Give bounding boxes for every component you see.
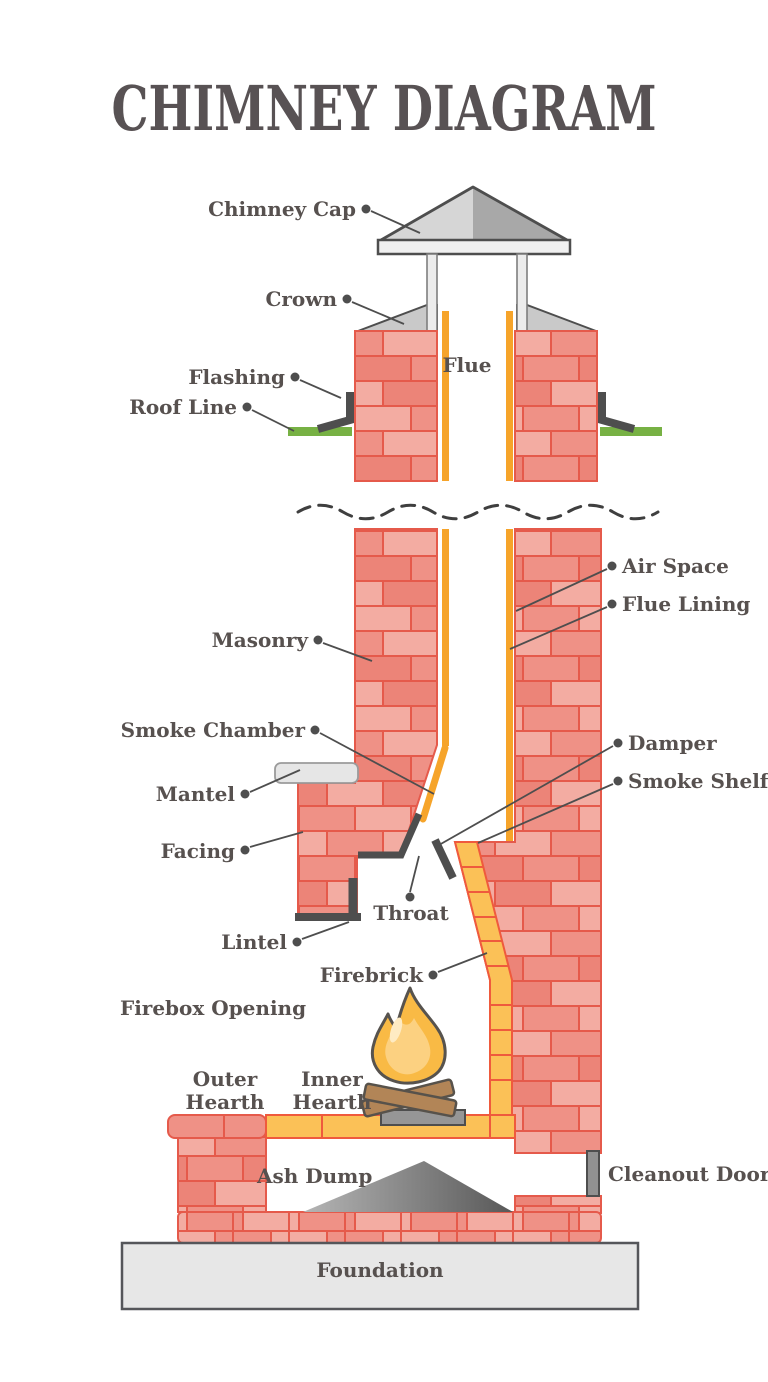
flue-lining-shape xyxy=(419,311,513,842)
metal-pieces xyxy=(295,812,457,921)
label-facing: Facing xyxy=(161,839,235,863)
right-base-block xyxy=(514,1195,602,1214)
flue-lining-mid-left xyxy=(442,529,449,746)
leader-flashing xyxy=(290,372,342,399)
leader-masonry xyxy=(313,635,373,662)
labels: Chimney Cap Crown Flue Flashing Roof Lin… xyxy=(120,197,768,1282)
ash-pile xyxy=(303,1161,513,1212)
mid-column-left xyxy=(297,528,438,918)
fire-group xyxy=(360,986,466,1126)
cleanout-door-shape xyxy=(586,1150,600,1197)
leader-firebrick xyxy=(428,952,488,980)
leader-facing xyxy=(240,831,304,855)
flame-highlight xyxy=(389,1017,403,1043)
label-smoke-shelf: Smoke Shelf xyxy=(628,769,768,793)
leader-air-space xyxy=(515,561,617,612)
cap-slab xyxy=(376,238,572,256)
label-inner-hearth-line2: Hearth xyxy=(293,1090,372,1114)
leader-lintel xyxy=(292,921,350,947)
crown-shape xyxy=(357,253,597,332)
flashing-left xyxy=(316,392,354,433)
leader-smoke-chamber xyxy=(310,725,435,795)
firebrick-band xyxy=(453,841,513,1116)
label-throat: Throat xyxy=(373,901,449,925)
cap-post-left xyxy=(426,253,438,332)
foundation-shape xyxy=(120,1241,640,1311)
leader-lines xyxy=(240,204,623,980)
label-air-space: Air Space xyxy=(621,554,729,578)
mantel-shape xyxy=(274,762,359,784)
label-flashing: Flashing xyxy=(188,365,285,389)
upper-column-right xyxy=(514,330,598,482)
label-cleanout-door: Cleanout Door xyxy=(608,1162,768,1186)
cap-post-right xyxy=(516,253,528,332)
base-row-joints xyxy=(232,1212,570,1243)
damper-shape xyxy=(431,838,457,880)
leader-smoke-shelf xyxy=(477,776,623,844)
roof-shapes xyxy=(288,392,662,436)
leader-damper xyxy=(438,738,623,846)
label-outer-hearth-line2: Hearth xyxy=(186,1090,265,1114)
inner-hearth-joints xyxy=(321,1116,491,1137)
label-roof-line: Roof Line xyxy=(129,395,237,419)
label-lintel: Lintel xyxy=(221,930,287,954)
hearth-front-leg xyxy=(177,1136,267,1213)
label-flue-lining: Flue Lining xyxy=(622,592,750,616)
label-ash-dump: Ash Dump xyxy=(256,1164,372,1188)
label-chimney-cap: Chimney Cap xyxy=(208,197,356,221)
flashing-right xyxy=(598,392,636,433)
label-firebrick: Firebrick xyxy=(320,963,424,987)
label-smoke-chamber: Smoke Chamber xyxy=(121,718,306,742)
outer-hearth-shape xyxy=(167,1114,267,1139)
leader-chimney-cap xyxy=(361,204,421,234)
leader-throat xyxy=(405,855,420,902)
label-crown: Crown xyxy=(265,287,337,311)
leader-roof-line xyxy=(242,402,295,432)
flue-lining-diagonal xyxy=(419,744,449,823)
throat-shape xyxy=(358,812,423,859)
label-outer-hearth-line1: Outer xyxy=(193,1067,258,1091)
base-brick-row xyxy=(177,1211,602,1244)
label-flue: Flue xyxy=(442,353,491,377)
label-mantel: Mantel xyxy=(156,782,236,806)
firebrick-joints xyxy=(461,866,512,1081)
flue-lining-mid-right xyxy=(506,529,513,842)
label-damper: Damper xyxy=(628,731,717,755)
section-break-wave xyxy=(296,503,660,521)
label-foundation: Foundation xyxy=(316,1258,444,1282)
log-front xyxy=(362,1082,458,1118)
upper-column-left xyxy=(354,330,438,482)
label-inner-hearth-line1: Inner xyxy=(301,1067,363,1091)
leader-mantel xyxy=(240,769,301,799)
crown-right xyxy=(516,304,597,332)
leader-flue-lining xyxy=(509,599,617,650)
leader-crown xyxy=(342,294,405,325)
flue-lining-upper-left xyxy=(442,311,449,481)
label-masonry: Masonry xyxy=(212,628,310,652)
chimney-cap-shape xyxy=(376,185,572,256)
label-firebox-opening: Firebox Opening xyxy=(120,996,306,1020)
page-title: CHIMNEY DIAGRAM xyxy=(112,72,657,145)
cap-pyramid-edge xyxy=(380,185,568,242)
flue-lining-upper-right xyxy=(506,311,513,481)
